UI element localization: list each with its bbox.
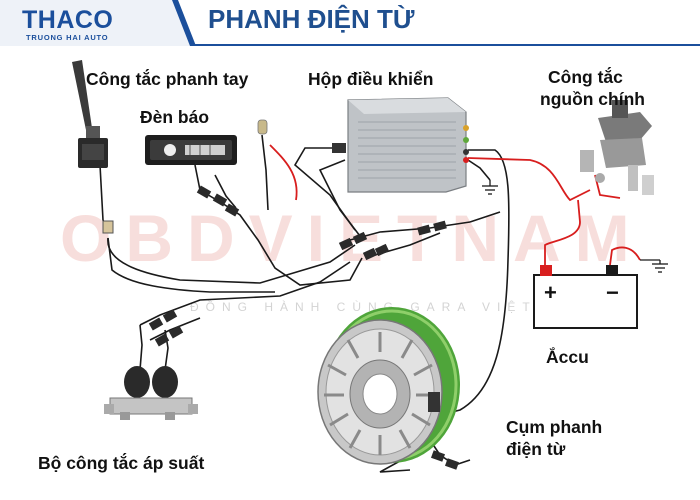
label-battery: Ắccu xyxy=(546,347,589,367)
ground-icon-control-box xyxy=(482,180,498,195)
label-pressure-switch-set: Bộ công tắc áp suất xyxy=(38,453,205,473)
header-bar: THACO TRUONG HAI AUTO PHANH ĐIỆN TỪ xyxy=(0,0,700,46)
indicator-lamp xyxy=(145,135,237,165)
header-background xyxy=(0,0,700,46)
label-hand-brake-switch: Công tắc phanh tay xyxy=(86,69,249,89)
label-control-box: Hộp điều khiển xyxy=(308,69,434,89)
battery-plus-mark: + xyxy=(544,280,557,305)
label-main-power-switch-line1: Công tắc xyxy=(548,67,623,87)
main-power-switch xyxy=(580,100,654,195)
ground-icon-battery xyxy=(640,259,668,273)
label-indicator-lamp: Đèn báo xyxy=(140,107,210,127)
watermark-subtext: ĐỒNG HÀNH CÙNG GARA VIỆT xyxy=(190,300,537,314)
bulb-icon xyxy=(257,119,268,135)
thaco-logo-subtext: TRUONG HAI AUTO xyxy=(26,33,109,42)
pressure-switch-set xyxy=(104,366,198,420)
thaco-logo: THACO xyxy=(22,6,114,34)
label-main-power-switch-line2: nguồn chính xyxy=(540,89,645,109)
control-box xyxy=(332,97,469,193)
red-wires xyxy=(269,144,641,270)
label-brake-assembly-line2: điện từ xyxy=(506,439,566,459)
page-title: PHANH ĐIỆN TỪ xyxy=(208,4,415,34)
battery xyxy=(533,265,638,329)
hand-brake-switch xyxy=(72,60,114,234)
watermark-logo: OBDVIETNAM xyxy=(60,201,644,275)
wire-connectors xyxy=(148,185,460,470)
battery-minus-mark: − xyxy=(606,280,619,305)
label-brake-assembly-line1: Cụm phanh xyxy=(506,417,603,437)
electromagnetic-brake-assembly xyxy=(317,307,460,465)
